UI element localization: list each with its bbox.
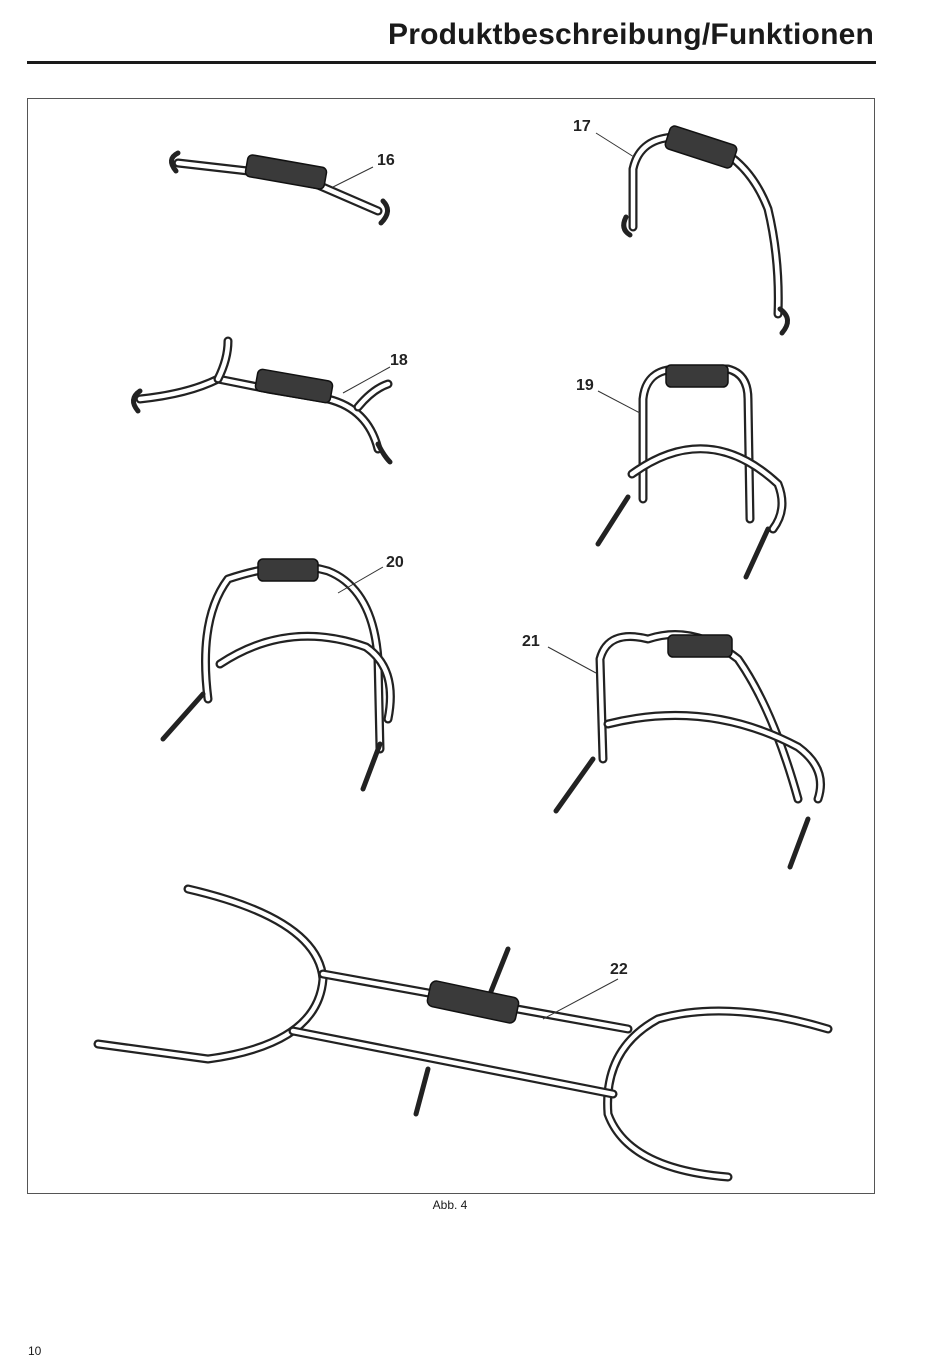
label-22: 22	[610, 961, 628, 978]
spreader-frame-20: 20	[163, 554, 404, 789]
label-19: 19	[576, 377, 594, 394]
spreader-bar-18: 18	[133, 341, 407, 462]
spreader-frame-22: 22	[98, 889, 828, 1177]
spreader-bars-illustration: 16 17 18	[28, 99, 876, 1195]
spreader-bar-17: 17	[573, 118, 788, 333]
spreader-bar-16: 16	[171, 152, 394, 223]
label-20: 20	[386, 554, 404, 571]
page-number: 10	[28, 1344, 41, 1358]
spreader-frame-21: 21	[522, 633, 821, 867]
spreader-frame-19: 19	[576, 365, 782, 577]
label-21: 21	[522, 633, 540, 650]
label-18: 18	[390, 352, 408, 369]
title-divider	[27, 61, 876, 64]
label-16: 16	[377, 152, 395, 169]
figure-caption: Abb. 4	[0, 1198, 900, 1212]
page-title: Produktbeschreibung/Funktionen	[388, 18, 874, 52]
label-17: 17	[573, 118, 591, 135]
figure-frame: 16 17 18	[27, 98, 875, 1194]
